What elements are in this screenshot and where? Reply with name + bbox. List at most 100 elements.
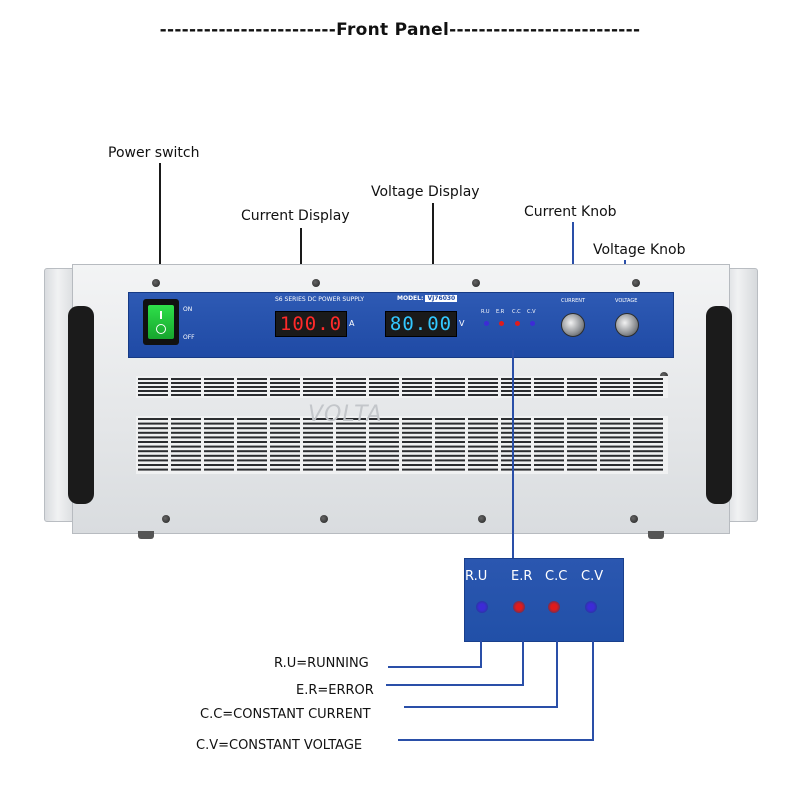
vent-slot: [303, 445, 333, 448]
vent-slot: [303, 464, 333, 466]
vent-slot: [237, 382, 267, 384]
screw: [478, 515, 486, 523]
zoom-led-cc: [548, 601, 560, 613]
vent-slot: [501, 378, 531, 380]
vent-slot: [369, 450, 399, 453]
vent-slot: [171, 378, 201, 380]
vent-slot: [534, 459, 564, 462]
vent-slot: [600, 418, 630, 420]
vent-slot: [402, 431, 432, 434]
vent-slot: [600, 436, 630, 439]
leader-ru: [480, 640, 482, 667]
knob-voltage-label: VOLTAGE: [615, 298, 638, 304]
screw: [630, 515, 638, 523]
vent-grille-upper: [136, 376, 668, 398]
vent-slot: [336, 468, 366, 471]
vent-slot: [402, 450, 432, 453]
vent-slots-upper: [138, 378, 663, 396]
vent-slot: [303, 382, 333, 384]
vent-slot: [204, 418, 234, 420]
vent-slot: [204, 431, 234, 434]
vent-slot: [204, 390, 234, 392]
vent-slot: [369, 468, 399, 471]
legend-er: E.R=ERROR: [296, 683, 374, 698]
vent-slot: [237, 390, 267, 392]
vent-slot: [237, 422, 267, 425]
vent-slot: [270, 386, 300, 388]
vent-slot: [534, 378, 564, 380]
voltage-knob[interactable]: [615, 313, 639, 337]
vent-slot: [534, 418, 564, 420]
vent-slot: [402, 464, 432, 466]
vent-slot: [534, 427, 564, 430]
screw: [312, 279, 320, 287]
vent-slot: [369, 386, 399, 388]
vent-slot: [633, 436, 663, 439]
vent-slot: [468, 450, 498, 453]
vent-slot: [270, 418, 300, 420]
vent-slot: [138, 386, 168, 388]
power-switch[interactable]: [143, 299, 179, 345]
indicator-label-cc: C.C: [512, 309, 521, 315]
vent-slot: [600, 394, 630, 396]
vent-slot: [567, 431, 597, 434]
current-unit: A: [349, 319, 355, 328]
vent-slot: [435, 459, 465, 462]
vent-slot: [402, 427, 432, 430]
vent-slot: [171, 427, 201, 430]
vent-slot: [633, 378, 663, 380]
vent-slot: [435, 454, 465, 457]
vent-slot: [567, 464, 597, 466]
current-knob[interactable]: [561, 313, 585, 337]
vent-slot: [567, 436, 597, 439]
legend-ru: R.U=RUNNING: [274, 656, 369, 671]
vent-slot: [468, 427, 498, 430]
switch-on-label: ON: [183, 306, 193, 313]
vent-slot: [600, 427, 630, 430]
zoom-led-ru: [476, 601, 488, 613]
vent-slot: [567, 386, 597, 388]
vent-slot: [270, 445, 300, 448]
vent-slot: [600, 445, 630, 448]
vent-slot: [633, 427, 663, 430]
vent-slot: [171, 386, 201, 388]
vent-slot: [567, 394, 597, 396]
vent-slot: [237, 436, 267, 439]
indicator-label-ru: R.U: [481, 309, 490, 315]
vent-slot: [138, 378, 168, 380]
series-label: S6 SERIES DC POWER SUPPLY: [275, 296, 365, 303]
current-display: 100.0: [275, 311, 347, 337]
vent-slot: [303, 390, 333, 392]
vent-slot: [567, 468, 597, 471]
vent-slot: [633, 441, 663, 443]
vent-slot: [270, 382, 300, 384]
vent-slot: [501, 468, 531, 471]
zoom-label-er: E.R: [511, 569, 533, 584]
vent-slot: [468, 386, 498, 388]
vent-slot: [336, 441, 366, 443]
vent-slot: [534, 454, 564, 457]
leader-indicator-zoom: [512, 350, 514, 558]
vent-slot: [336, 394, 366, 396]
vent-slot: [369, 394, 399, 396]
vent-slot: [204, 436, 234, 439]
vent-slot: [204, 441, 234, 443]
vent-slot: [468, 464, 498, 466]
vent-slot: [534, 441, 564, 443]
vent-slot: [369, 378, 399, 380]
vent-slot: [303, 431, 333, 434]
vent-slot: [435, 441, 465, 443]
vent-slot: [270, 378, 300, 380]
vent-slot: [237, 378, 267, 380]
zoom-label-ru: R.U: [465, 569, 488, 584]
vent-slot: [270, 454, 300, 457]
vent-slot: [369, 431, 399, 434]
vent-slot: [468, 431, 498, 434]
vent-slot: [303, 394, 333, 396]
control-panel: S6 SERIES DC POWER SUPPLY MODEL: VJ76030…: [128, 292, 674, 358]
vent-slot: [402, 378, 432, 380]
vent-slot: [204, 382, 234, 384]
vent-slot: [303, 422, 333, 425]
vent-slot: [270, 459, 300, 462]
vent-slot: [369, 445, 399, 448]
